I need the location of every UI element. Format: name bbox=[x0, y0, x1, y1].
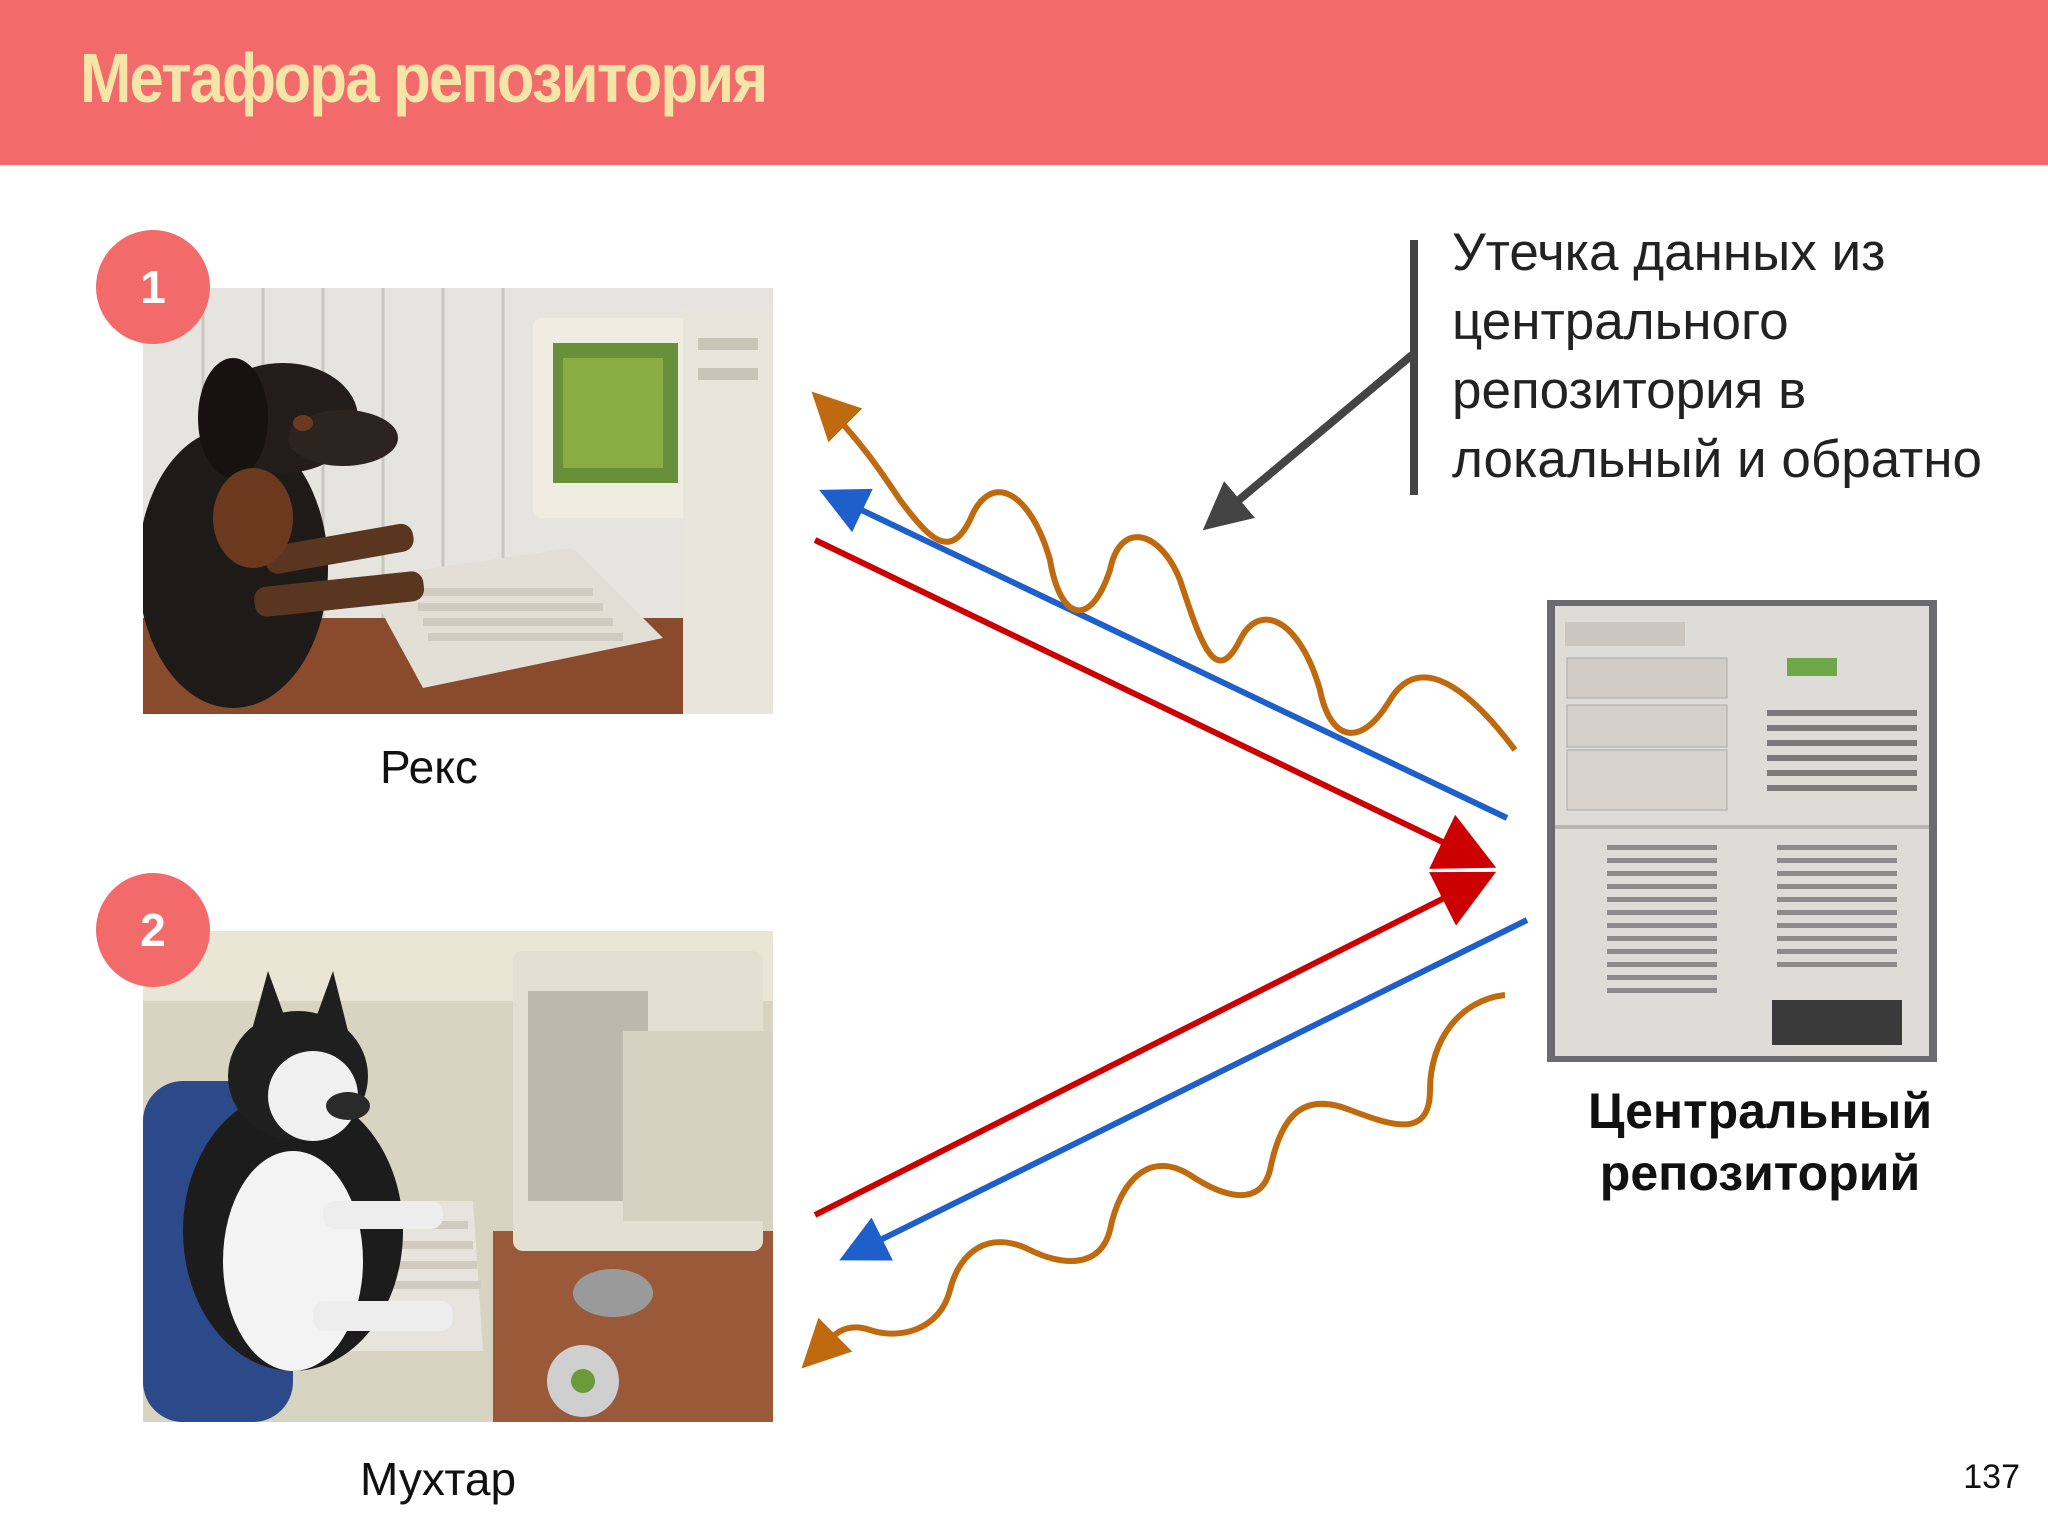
page-number: 137 bbox=[1963, 1458, 2020, 1496]
annotation-line-3: репозитория в bbox=[1452, 361, 1807, 420]
annotation-line-4: локальный и обратно bbox=[1452, 430, 1983, 489]
developer-name-mukhtar: Мухтар bbox=[360, 1453, 517, 1505]
slide-header: Метафора репозитория bbox=[0, 0, 2048, 165]
annotation-line-2: центрального bbox=[1452, 292, 1789, 351]
server-label-line1: Центральный bbox=[1587, 1083, 1933, 1139]
developer-name-rex: Рекс bbox=[380, 741, 478, 793]
push-arrow-mukhtar bbox=[813, 871, 1497, 1218]
pull-arrow-mukhtar bbox=[839, 917, 1529, 1261]
photo-central-server bbox=[1547, 600, 1937, 1062]
pull-arrow-rex bbox=[819, 488, 1509, 821]
server-label-line2: репозиторий bbox=[1599, 1145, 1921, 1201]
leak-arrow-bottom bbox=[801, 992, 1506, 1369]
badge-2: 2 bbox=[96, 873, 210, 987]
push-arrow-rex bbox=[813, 537, 1497, 869]
leak-annotation: Утечка данных из центрального репозитори… bbox=[1452, 218, 2032, 494]
annotation-line-1: Утечка данных из bbox=[1452, 223, 1886, 282]
badge-1: 1 bbox=[96, 230, 210, 344]
photo-dog-mukhtar bbox=[143, 931, 773, 1422]
slide-title: Метафора репозитория bbox=[80, 39, 768, 117]
leak-arrow-top bbox=[811, 391, 1518, 752]
photo-dog-rex bbox=[143, 288, 773, 714]
annotation-pointer-arrow bbox=[1202, 351, 1415, 531]
server-label: Центральный репозиторий bbox=[1500, 1080, 2020, 1204]
